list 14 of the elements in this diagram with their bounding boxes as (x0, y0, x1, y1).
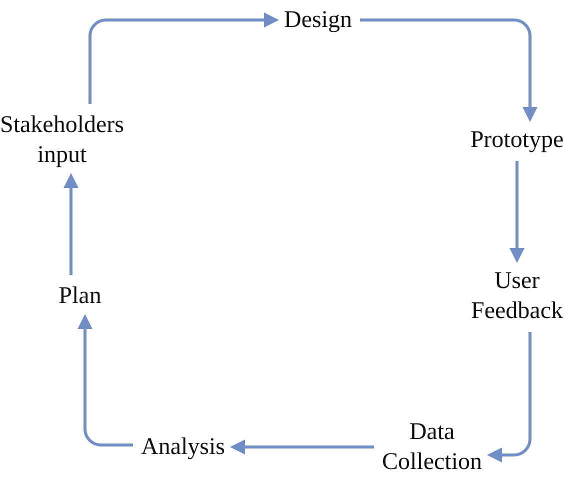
arrow (64, 173, 78, 275)
arrow (360, 18, 538, 122)
node-label: User Feedback (470, 267, 564, 326)
node-label: Plan (58, 282, 102, 311)
arrow (510, 161, 524, 263)
node-label: Stakeholders input (0, 111, 125, 170)
node-label: Data Collection (381, 418, 483, 477)
arrow (230, 440, 374, 454)
node-label: Prototype (469, 126, 565, 155)
arrow (486, 332, 532, 462)
arrow (88, 12, 279, 104)
arrow (78, 314, 133, 446)
node-label: Design (283, 6, 353, 35)
node-label: Analysis (140, 433, 226, 462)
